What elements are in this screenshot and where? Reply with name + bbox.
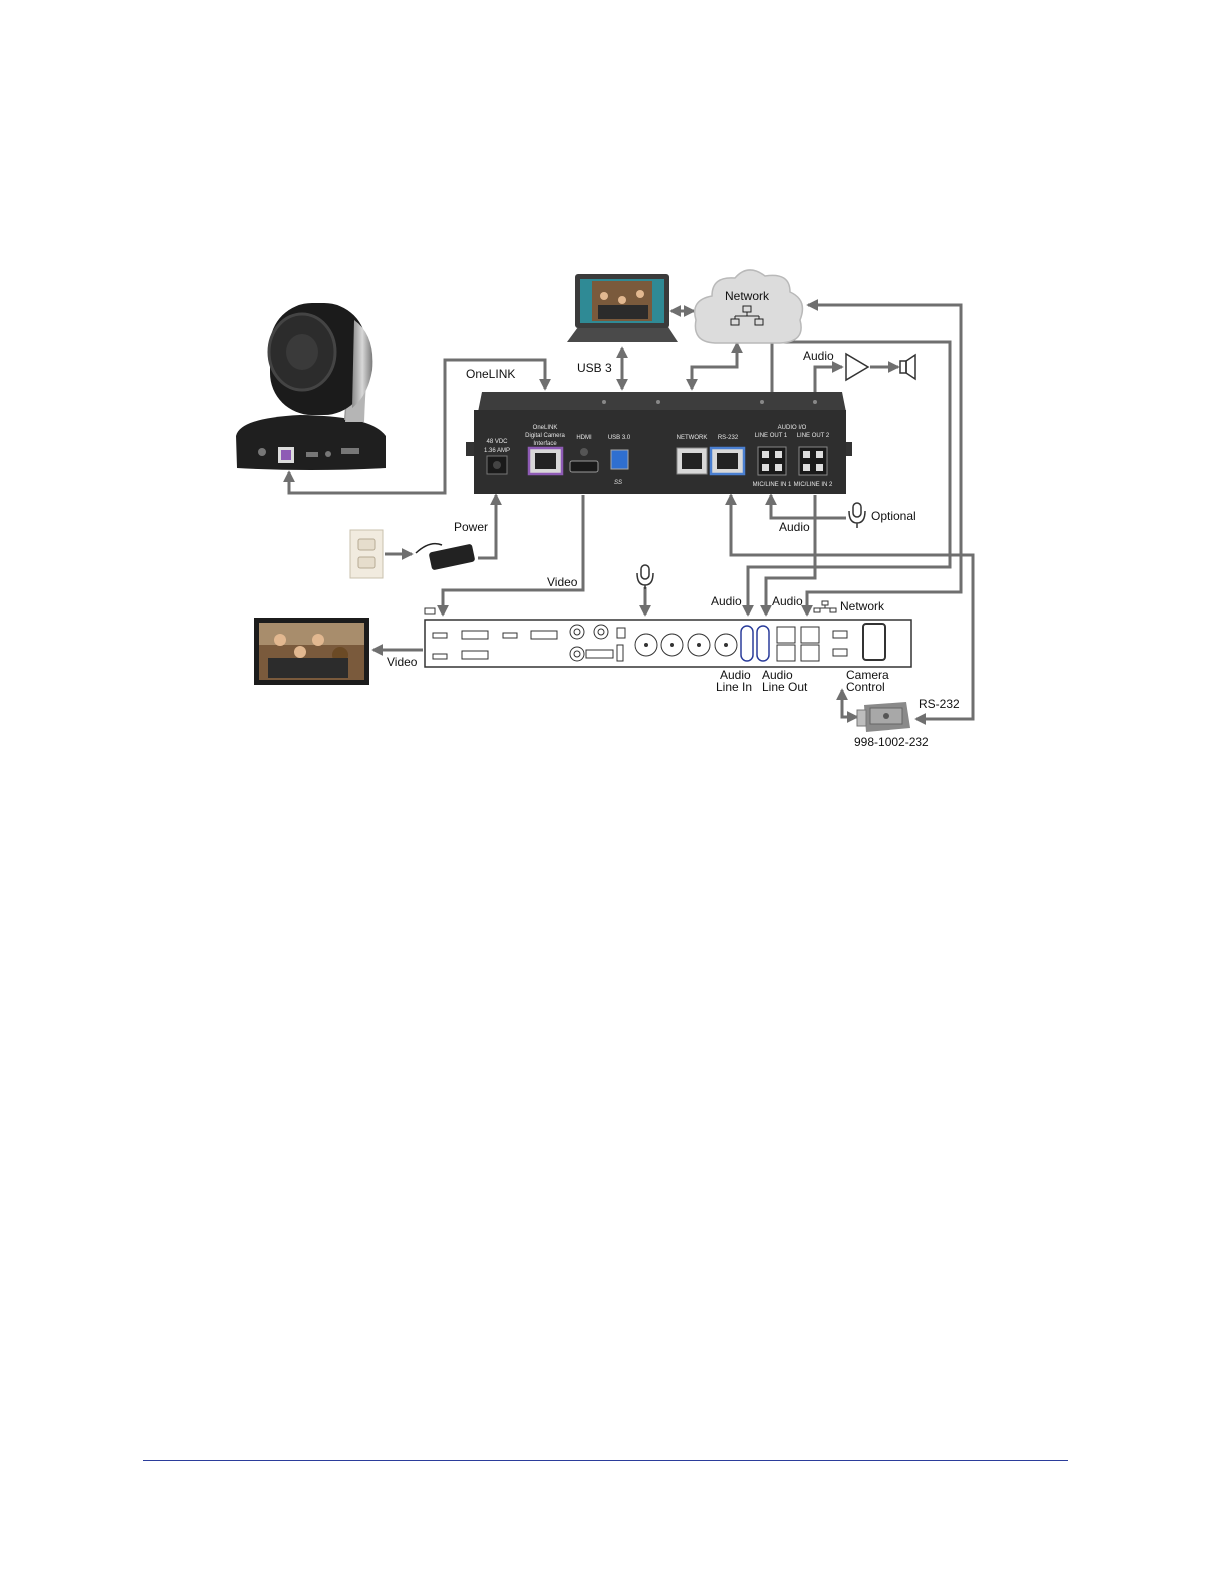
label-audio-line-in-arrow: Audio [711, 594, 742, 608]
label-usb3: USB 3 [577, 361, 612, 375]
label-onelink: OneLINK [466, 367, 515, 381]
camera-icon [236, 303, 386, 470]
panel-onelink-label-2: Digital Camera [525, 433, 565, 439]
panel-network-label: NETWORK [677, 435, 708, 441]
panel-onelink-label-3: Interface [533, 441, 557, 447]
label-adapter-part: 998-1002-232 [854, 735, 929, 749]
panel-line-out-1-label: LINE OUT 1 [755, 433, 788, 439]
network-cloud: Network [695, 270, 803, 343]
panel-dc-label-1: 48 VDC [486, 439, 508, 445]
audio-terminal-1 [758, 447, 786, 475]
wire-audio-amp [815, 367, 842, 392]
panel-hdmi-label: HDMI [576, 435, 592, 441]
label-audio-line-out-arrow: Audio [772, 594, 803, 608]
network-cloud-label: Network [725, 289, 770, 303]
amplifier-icon [846, 354, 868, 380]
audio-terminal-2 [799, 447, 827, 475]
display-icon [254, 618, 369, 685]
laptop-icon [567, 274, 678, 342]
panel-rs232-label: RS-232 [718, 435, 739, 441]
onelink-bridge-device: 48 VDC 1.36 AMP OneLINK Digital Camera I… [466, 392, 852, 494]
panel-dc-label-2: 1.36 AMP [484, 448, 510, 454]
wire-mic-audio [771, 495, 846, 518]
wire-device-network [692, 343, 737, 389]
wire-camera-control [842, 690, 857, 717]
panel-ss-label: SS [614, 480, 622, 486]
label-video-top: Video [547, 575, 578, 589]
codec-icon [425, 608, 911, 667]
wall-outlet-icon [350, 530, 383, 578]
label-rs232: RS-232 [919, 697, 960, 711]
microphone-icon [849, 503, 865, 528]
panel-onelink-label-1: OneLINK [533, 425, 558, 431]
label-audio-line-in-2: Line In [716, 680, 752, 694]
label-network-codec: Network [840, 599, 885, 613]
codec-network-icon [814, 601, 836, 612]
label-optional: Optional [871, 509, 916, 523]
label-audio-line-out-2: Line Out [762, 680, 808, 694]
db9-adapter-icon [857, 702, 910, 732]
label-video-display: Video [387, 655, 418, 669]
label-camera-control-2: Control [846, 680, 885, 694]
label-power: Power [454, 520, 488, 534]
panel-usb-label: USB 3.0 [608, 435, 631, 441]
panel-line-out-2-label: LINE OUT 2 [797, 433, 830, 439]
usb3-port [611, 450, 628, 469]
label-audio-mic: Audio [779, 520, 810, 534]
codec-microphone-icon [637, 565, 653, 589]
panel-audio-io-label: AUDIO I/O [778, 425, 807, 431]
panel-mic-line-2-label: MIC/LINE IN 2 [794, 482, 833, 488]
label-audio-amp: Audio [803, 349, 834, 363]
speaker-icon [900, 355, 915, 379]
power-adapter-icon [416, 544, 475, 571]
panel-mic-line-1-label: MIC/LINE IN 1 [753, 482, 792, 488]
hdmi-port [570, 461, 598, 472]
footer-rule [143, 1460, 1068, 1461]
